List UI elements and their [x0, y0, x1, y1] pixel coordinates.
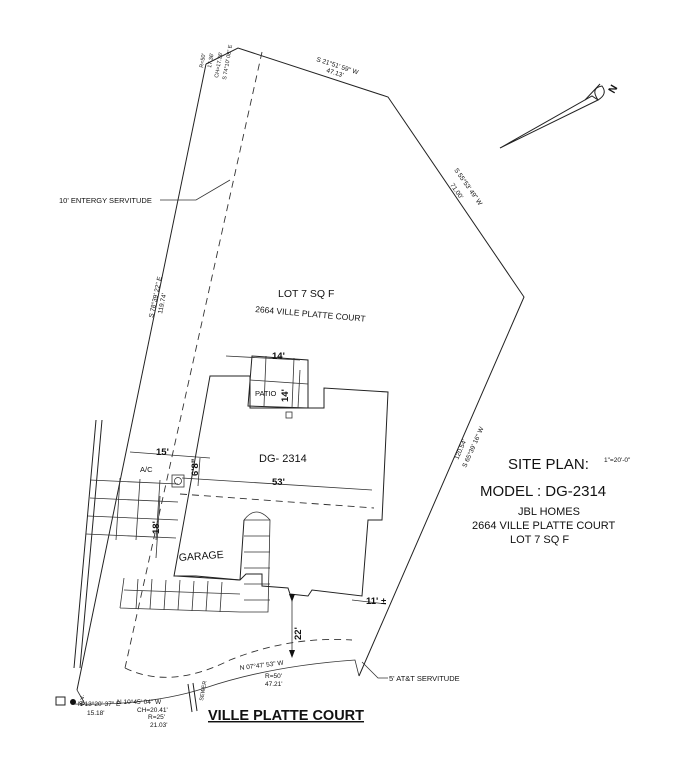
- top-curve-bearing: S 74°10' 08" E: [222, 44, 234, 80]
- front-bearing: N 07°47' 53" W: [239, 659, 285, 672]
- builder-address: 2664 VILLE PLATTE COURT: [472, 520, 616, 532]
- dimension-lines: [129, 355, 387, 658]
- lot-address: 2664 VILLE PLATTE COURT: [255, 304, 366, 324]
- garage-label: GARAGE: [178, 549, 224, 564]
- builder-name: JBL HOMES: [518, 506, 580, 518]
- front-dist: 47.21': [265, 681, 283, 688]
- sw-curve-r: R=25': [148, 714, 165, 721]
- ac-unit: [171, 474, 185, 488]
- corner-dist: 15.18': [87, 710, 105, 717]
- front-setback-line: [124, 638, 353, 678]
- sw-curve-bearing: N 10°45' 04" W: [117, 698, 162, 706]
- lot-boundary: [71, 47, 525, 705]
- street-name: VILLE PLATTE COURT: [208, 708, 364, 724]
- builder-lot: LOT 7 SQ F: [510, 534, 569, 546]
- side-setback-dim: 15': [156, 447, 169, 458]
- house-label: DG- 2314: [259, 453, 307, 465]
- top-curve-r: R=50': [199, 53, 207, 68]
- house-footprint: [173, 375, 389, 597]
- patio-width-dim: 14': [272, 351, 285, 362]
- west-dist: 119.74': [157, 293, 168, 315]
- north-label: N: [606, 83, 620, 96]
- wv-label: W.V.: [80, 694, 86, 706]
- patio-height-dim: 14': [280, 389, 291, 402]
- lot-title: LOT 7 SQ F: [278, 288, 334, 300]
- garage-offset-dim: 18': [151, 521, 162, 534]
- site-plan-label: SITE PLAN:: [508, 456, 589, 473]
- entergy-servitude-line: [124, 51, 263, 669]
- sewer-label: SEWER: [199, 680, 208, 701]
- entergy-servitude-leader: [160, 179, 231, 201]
- driveway-pavers: [85, 477, 271, 613]
- utility-marks: [55, 682, 198, 713]
- sw-curve-dist: 21.03': [150, 722, 168, 729]
- corner-bearing: N 13°20' 37" E: [78, 700, 121, 708]
- sw-curve-ch: CH=20.41': [137, 707, 168, 714]
- ac-gap-dim: 6'8": [190, 459, 201, 476]
- ac-label: A/C: [140, 465, 153, 474]
- top-curve-dist: 17.36': [207, 53, 215, 69]
- front-r: R=50': [265, 673, 282, 680]
- patio: [247, 355, 309, 419]
- patio-label: PATIO: [255, 389, 277, 398]
- entergy-servitude-label: 10' ENTERGY SERVITUDE: [59, 196, 152, 205]
- house-width-dim: 53': [272, 477, 285, 488]
- att-servitude-label: 5' AT&T SERVITUDE: [389, 674, 460, 683]
- top-curve-ch: CH=17.36': [214, 52, 224, 79]
- att-servitude-leader: [361, 661, 388, 679]
- street-edge: [73, 419, 103, 669]
- model-label: MODEL : DG-2314: [480, 483, 606, 500]
- right-setback-dim: 11' ±: [366, 596, 386, 607]
- north-arrow: [499, 83, 605, 149]
- scale-label: 1"=20'-0": [604, 457, 631, 464]
- front-setback-dim: 22': [293, 627, 304, 640]
